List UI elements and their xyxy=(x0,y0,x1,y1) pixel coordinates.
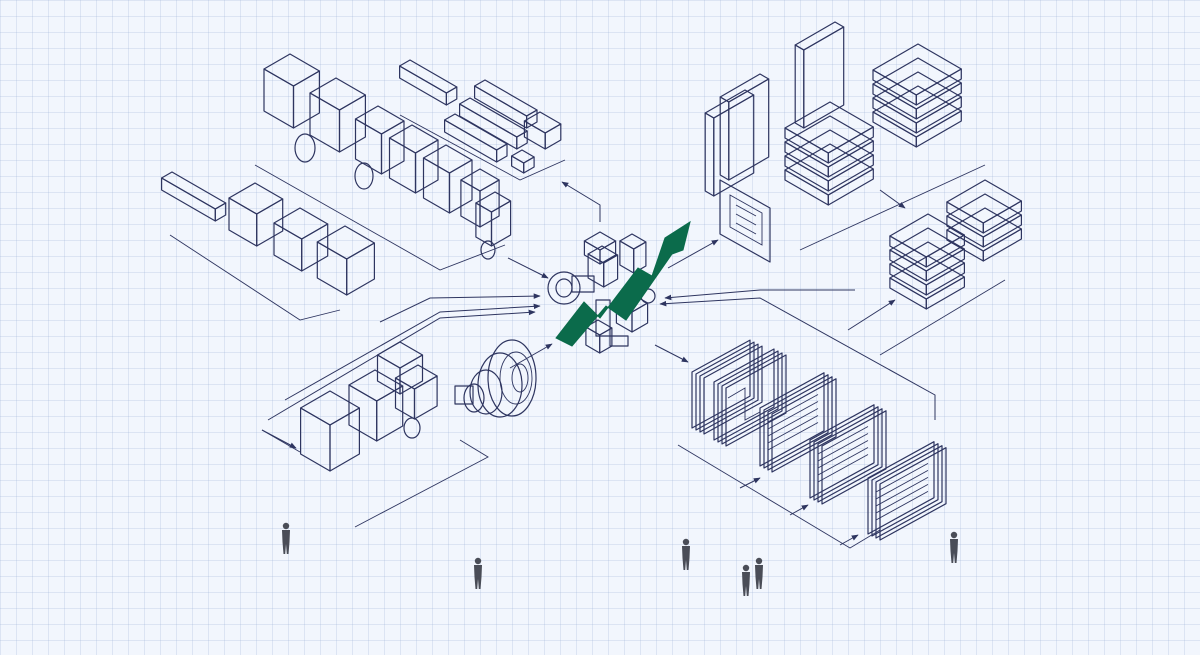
product-box-1 xyxy=(228,182,284,247)
person-figure-icon xyxy=(282,522,290,554)
person-figure-icon xyxy=(755,557,763,589)
standing-panel-c xyxy=(704,89,755,197)
server-stack-3 xyxy=(946,179,1023,262)
server-stack-2 xyxy=(784,101,874,206)
server-stacks-upper-right xyxy=(704,21,1023,310)
panel-sheet-5 xyxy=(867,441,947,541)
panel-sheet-2 xyxy=(713,348,787,447)
chuck-groove xyxy=(499,351,533,405)
flat-bar-2 xyxy=(474,79,538,129)
central-hub xyxy=(547,231,656,354)
chuck-disc xyxy=(487,339,537,417)
hub-green-top xyxy=(583,231,617,265)
chuck-disc xyxy=(477,352,523,418)
server-stack-2-layer xyxy=(784,101,874,164)
server-stack-4-layer xyxy=(889,213,966,268)
document-sheet-ur xyxy=(719,179,771,263)
hub-link xyxy=(609,335,629,347)
server-stack-1-layer xyxy=(872,57,962,120)
flat-bar-1 xyxy=(399,59,458,106)
standing-panel-a xyxy=(794,21,845,129)
machine-block-3 xyxy=(354,105,405,175)
flat-tray-left xyxy=(161,171,227,222)
hub-right-block xyxy=(619,233,647,274)
spindle-ring xyxy=(403,417,421,439)
machine-line-upper-left xyxy=(263,53,512,260)
base-block-2 xyxy=(348,369,404,442)
hub-core xyxy=(587,245,619,288)
bracket-piece xyxy=(523,111,562,150)
small-hook-piece xyxy=(511,149,535,174)
hub-ring-left xyxy=(547,271,581,305)
flat-bar-4 xyxy=(444,113,508,163)
spindle-shaft xyxy=(454,385,474,405)
machine-block-6 xyxy=(460,168,500,228)
headstock-body xyxy=(394,364,438,420)
server-stack-1-layer xyxy=(872,71,962,134)
machine-block-2 xyxy=(309,77,366,153)
growth-arrow-icon xyxy=(555,220,691,347)
product-box-2 xyxy=(273,207,329,272)
panel-sheet-4 xyxy=(809,404,887,505)
end-flange-box xyxy=(475,191,512,247)
lathe-machine-lower-left xyxy=(300,339,537,472)
person-figure-icon xyxy=(742,564,750,596)
coupling-ring xyxy=(354,162,374,190)
hub-ring-inner xyxy=(555,278,573,298)
document-panels-lower-right xyxy=(691,339,947,541)
connector-lines xyxy=(169,114,1006,549)
person-figure-icon xyxy=(950,531,958,563)
chuck-disc xyxy=(463,383,485,413)
chuck-groove xyxy=(511,363,529,393)
product-box-3 xyxy=(316,225,375,296)
server-stack-4-layer xyxy=(889,241,966,296)
conveyor-parts-top xyxy=(399,59,562,174)
server-stack-2-layer xyxy=(784,129,874,192)
person-figure-icon xyxy=(682,538,690,570)
end-flange-hole xyxy=(480,240,496,260)
server-stack-4-layer xyxy=(889,255,966,310)
machine-block-1 xyxy=(263,53,320,129)
chart-trace xyxy=(727,387,761,421)
headstock-top xyxy=(376,341,424,395)
server-stack-1 xyxy=(872,43,962,148)
people-figures xyxy=(282,522,958,596)
coupling-ring xyxy=(294,133,316,163)
machine-block-5 xyxy=(422,144,473,214)
panel-sheet-1 xyxy=(691,339,763,435)
server-stack-3-layer xyxy=(946,179,1023,234)
hub-shaft xyxy=(571,275,595,293)
flat-bar-3 xyxy=(459,97,528,150)
production-boxes-left xyxy=(161,171,375,296)
base-block-1 xyxy=(300,390,360,472)
server-stack-2-layer xyxy=(784,115,874,178)
server-stack-4 xyxy=(889,213,966,310)
machine-block-4 xyxy=(388,124,439,194)
server-stack-1-layer xyxy=(872,43,962,106)
server-stack-4-layer xyxy=(889,227,966,282)
panel-sheet-3 xyxy=(759,372,837,473)
person-figure-icon xyxy=(474,557,482,589)
